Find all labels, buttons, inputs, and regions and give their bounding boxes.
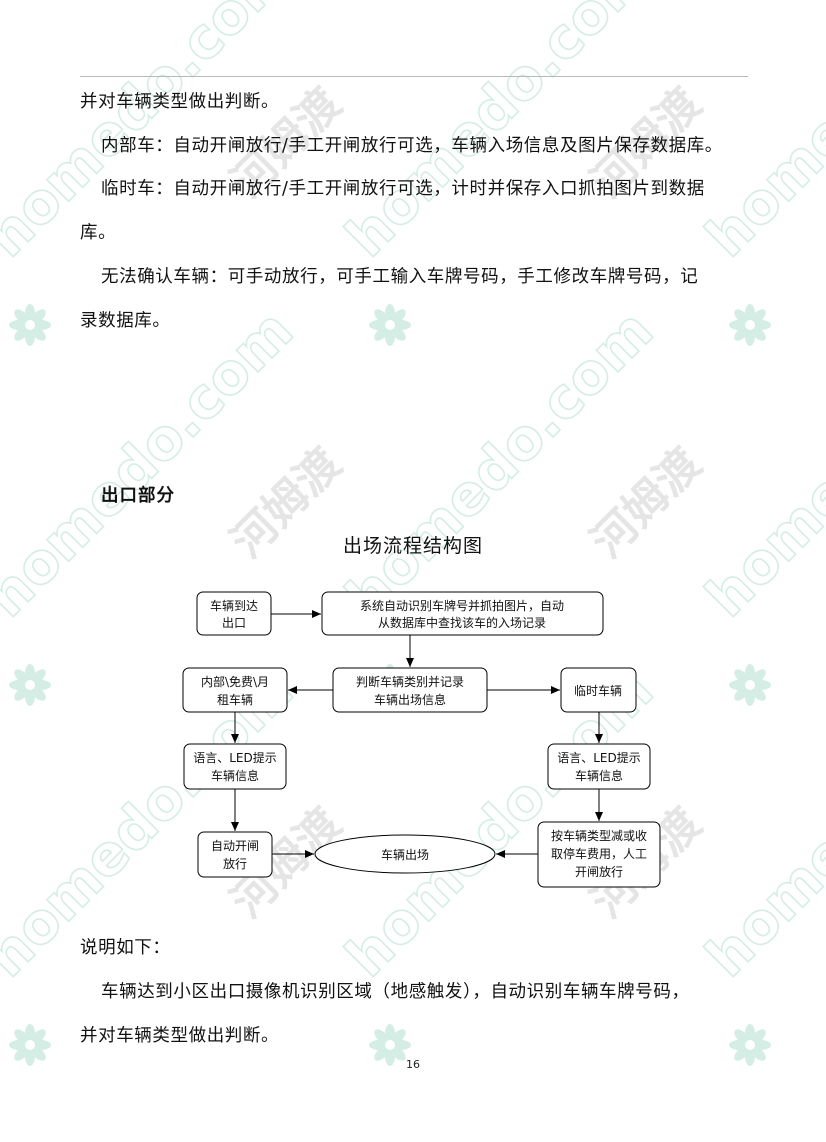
- node-charge: 按车辆类型减或收 取停车费用，人工 开闸放行: [537, 821, 661, 888]
- node-temporary: 临时车辆: [560, 667, 637, 713]
- svg-text:放行: 放行: [223, 856, 247, 871]
- svg-text:语言、LED提示: 语言、LED提示: [193, 750, 277, 765]
- svg-text:出口: 出口: [222, 616, 246, 630]
- svg-text:按车辆类型减或收: 按车辆类型减或收: [551, 828, 647, 843]
- svg-text:租车辆: 租车辆: [217, 692, 253, 707]
- svg-text:开闸放行: 开闸放行: [575, 864, 623, 879]
- svg-text:车辆信息: 车辆信息: [575, 768, 623, 783]
- svg-text:车辆出场: 车辆出场: [381, 847, 429, 862]
- node-judge: 判断车辆类别并记录 车辆出场信息: [332, 667, 488, 713]
- paragraph-continuation: 并对车辆类型做出判断。: [80, 92, 280, 112]
- node-voice-right: 语言、LED提示 车辆信息: [547, 743, 651, 790]
- node-arrive: 车辆到达 出口: [196, 591, 272, 636]
- flowchart-title: 出场流程结构图: [342, 535, 483, 557]
- svg-text:自动开闸: 自动开闸: [211, 839, 259, 853]
- explanation-line2: 并对车辆类型做出判断。: [80, 1026, 280, 1046]
- svg-text:系统自动识别车牌号并抓拍图片，自动: 系统自动识别车牌号并抓拍图片，自动: [360, 598, 564, 613]
- node-exit: 车辆出场: [314, 834, 496, 874]
- explanation-heading: 说明如下：: [80, 938, 171, 958]
- node-auto-open: 自动开闸 放行: [197, 831, 273, 878]
- svg-text:车辆到达: 车辆到达: [210, 598, 258, 613]
- svg-text:判断车辆类别并记录: 判断车辆类别并记录: [356, 674, 464, 689]
- paragraph-temporary-car-line1: 临时车：自动开闸放行/手工开闸放行可选，计时并保存入口抓拍图片到数据: [101, 179, 705, 199]
- svg-text:内部\免费\月: 内部\免费\月: [201, 674, 269, 689]
- svg-text:临时车辆: 临时车辆: [574, 683, 622, 698]
- header-rule: [80, 76, 748, 77]
- svg-text:车辆信息: 车辆信息: [211, 768, 259, 783]
- node-internal: 内部\免费\月 租车辆: [182, 667, 288, 713]
- svg-text:从数据库中查找该车的入场记录: 从数据库中查找该车的入场记录: [378, 615, 546, 630]
- paragraph-unknown-car-line2: 录数据库。: [80, 311, 171, 331]
- paragraph-temporary-car-line2: 库。: [80, 223, 117, 243]
- svg-text:车辆出场信息: 车辆出场信息: [374, 692, 446, 707]
- explanation-line1: 车辆达到小区出口摄像机识别区域（地感触发），自动识别车辆车牌号码，: [101, 982, 690, 1002]
- svg-text:取停车费用，人工: 取停车费用，人工: [551, 846, 647, 861]
- page-number: 16: [406, 1058, 420, 1071]
- svg-text:语言、LED提示: 语言、LED提示: [557, 750, 641, 765]
- node-recognize: 系统自动识别车牌号并抓拍图片，自动 从数据库中查找该车的入场记录: [321, 591, 604, 636]
- section-title-exit: 出口部分: [101, 486, 175, 506]
- paragraph-unknown-car-line1: 无法确认车辆：可手动放行，可手工输入车牌号码，手工修改车牌号码，记: [101, 267, 699, 287]
- paragraph-internal-car: 内部车：自动开闸放行/手工开闸放行可选，车辆入场信息及图片保存数据库。: [101, 136, 723, 156]
- node-voice-left: 语言、LED提示 车辆信息: [183, 743, 287, 790]
